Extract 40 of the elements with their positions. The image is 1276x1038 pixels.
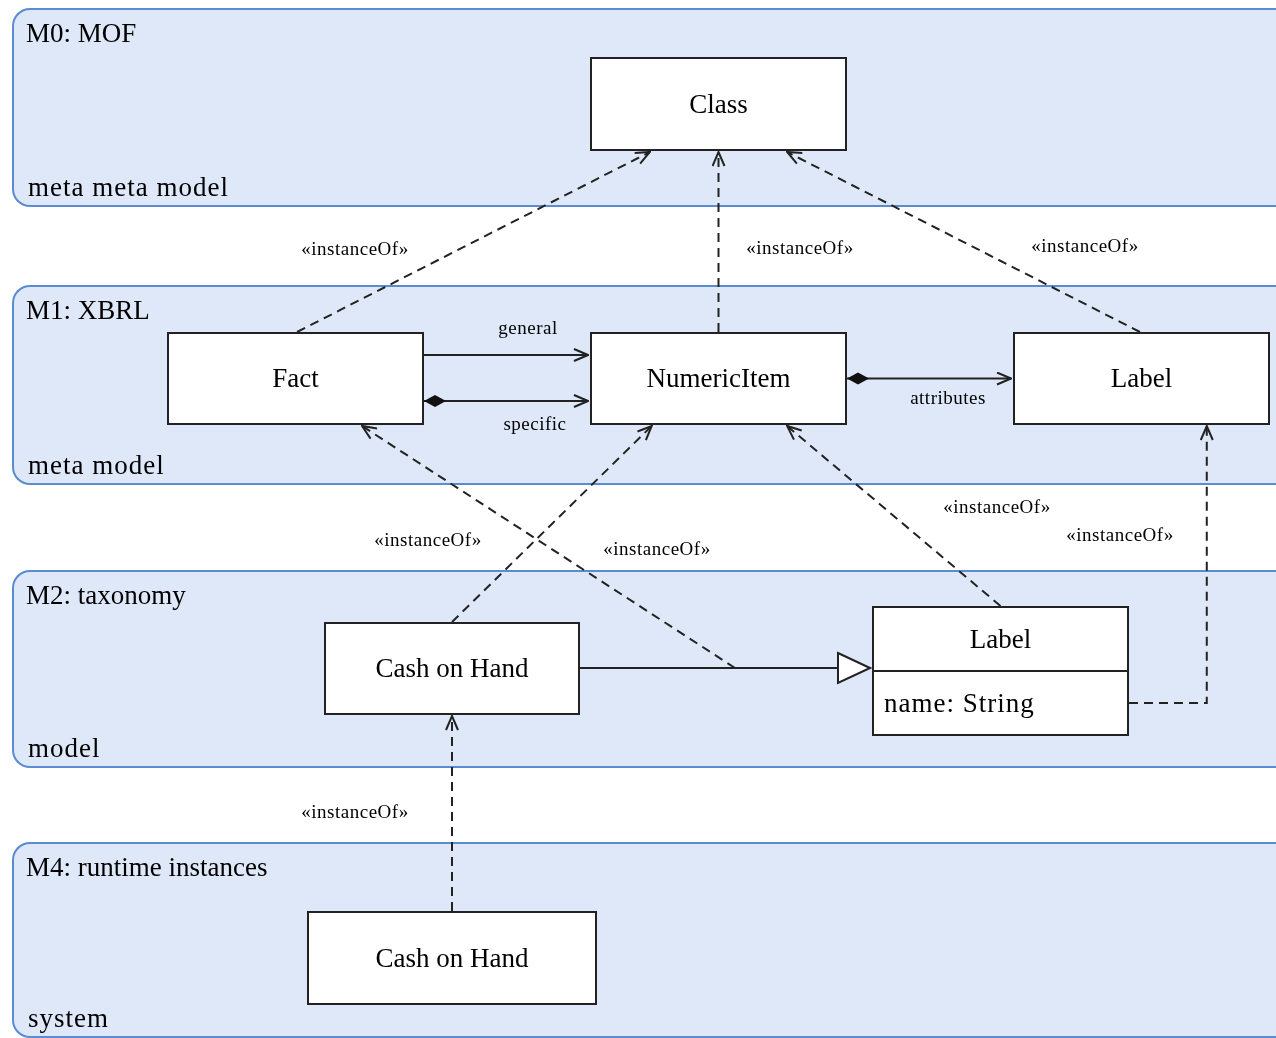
dashed-arrow: [1128, 425, 1214, 704]
layer-subtitle: system: [28, 1003, 109, 1034]
layer-band: [12, 285, 1276, 485]
class-name: Label: [969, 623, 1032, 655]
class-name: Label: [1110, 363, 1173, 394]
dashed-arrow: [711, 151, 726, 333]
edge-label: specific: [501, 413, 569, 435]
class-box: [307, 911, 597, 1005]
arrow: [423, 347, 589, 362]
class-name: Cash on Hand: [375, 653, 529, 684]
attribute-text: name: String: [874, 670, 1127, 734]
class-name: Class: [689, 88, 748, 120]
class-name: Fact: [272, 363, 319, 394]
class-name: NumericItem: [646, 363, 791, 394]
arrow: [846, 371, 1012, 386]
dashed-arrow: [786, 425, 1002, 607]
dashed-arrow: [786, 151, 1141, 333]
dashed-arrow: [296, 151, 651, 333]
layer-subtitle: meta model: [28, 450, 165, 481]
arrow: [423, 394, 589, 408]
dashed-arrow: [451, 425, 653, 623]
layer-title: M1: XBRL: [26, 295, 150, 326]
class-box: [1013, 332, 1270, 425]
class-box: [324, 622, 580, 715]
class-box: [590, 332, 847, 425]
layer-subtitle: model: [28, 733, 101, 764]
class-box: [590, 57, 847, 151]
uml-class-box: [872, 606, 1129, 736]
dashed-arrow: [445, 715, 459, 912]
layer-title: M4: runtime instances: [26, 852, 268, 883]
dashed-arrow: [361, 425, 736, 669]
layer-title: M2: taxonomy: [26, 580, 186, 611]
layer-band: [12, 842, 1276, 1038]
layer-band: [12, 8, 1276, 207]
class-box: [167, 332, 424, 425]
layer-band: [12, 570, 1276, 768]
layer-subtitle: meta meta model: [28, 172, 229, 203]
class-name: Cash on Hand: [375, 942, 529, 974]
generalization-arrow: [579, 652, 871, 684]
layer-title: M0: MOF: [26, 18, 137, 49]
